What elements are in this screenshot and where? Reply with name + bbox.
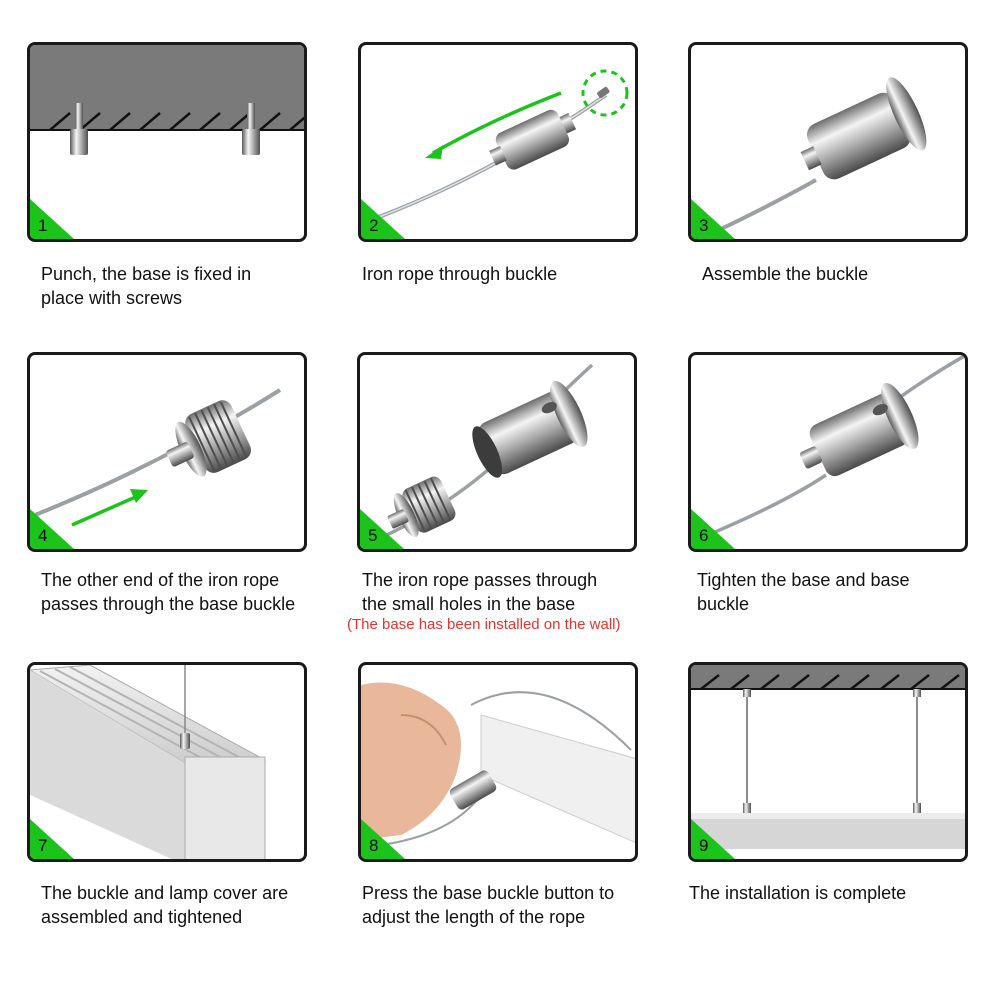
caption-line: The other end of the iron rope — [41, 570, 280, 590]
caption-line: the small holes in the base — [362, 594, 576, 614]
step-number: 3 — [699, 216, 709, 235]
step-badge — [360, 509, 404, 549]
step-5-caption: The iron rope passes through the small h… — [362, 568, 597, 616]
step-number: 1 — [38, 216, 48, 235]
step-8-panel: 8 — [358, 662, 638, 862]
rope-buckle — [489, 109, 577, 170]
steel-rope — [34, 388, 282, 517]
step-number: 6 — [699, 526, 709, 545]
step-4-caption: The other end of the iron rope passes th… — [41, 568, 295, 616]
lamp-profile — [480, 714, 635, 843]
step-badge — [30, 819, 74, 859]
caption-line: Iron rope through buckle — [362, 264, 558, 284]
step-7-caption: The buckle and lamp cover are assembled … — [41, 881, 288, 929]
ceiling — [30, 45, 304, 130]
installed-lamp-illustration — [691, 665, 965, 849]
step-9-caption: The installation is complete — [689, 881, 906, 905]
step-number: 9 — [699, 836, 709, 855]
step-badge — [361, 199, 405, 239]
step-badge — [691, 509, 735, 549]
step-badge — [691, 199, 735, 239]
caption-line: adjust the length of the rope — [362, 907, 586, 927]
step-2-caption: Iron rope through buckle — [362, 262, 557, 286]
caption-line: Press the base buckle button to — [362, 883, 615, 903]
caption-line: Assemble the buckle — [702, 264, 869, 284]
lamp-profile-illustration — [30, 665, 267, 859]
step-2-panel: 2 — [358, 42, 638, 242]
caption-line: passes through the base buckle — [41, 594, 296, 614]
rope-end-highlight — [581, 69, 629, 117]
hand — [361, 682, 461, 840]
direction-arrow — [432, 91, 562, 155]
caption-line: The installation is complete — [689, 883, 907, 903]
step-3-caption: Assemble the buckle — [702, 262, 868, 286]
step-4-panel: 4 — [27, 352, 307, 552]
rope-through-holes-illustration — [364, 363, 594, 547]
caption-line: The iron rope passes through — [362, 570, 598, 590]
buckle — [180, 733, 190, 749]
caption-line: buckle — [697, 594, 750, 614]
step-number: 5 — [368, 526, 378, 545]
steel-rope — [470, 691, 632, 751]
suspension-left — [743, 689, 751, 813]
caption-line: The buckle and lamp cover are — [41, 883, 289, 903]
step-5-panel: 5 — [357, 352, 637, 552]
step-badge — [361, 819, 405, 859]
caption-line: Tighten the base and base — [697, 570, 910, 590]
step-3-panel: 3 — [688, 42, 968, 242]
tightened-buckle — [799, 382, 919, 477]
base-buckle — [449, 770, 497, 810]
step-6-caption: Tighten the base and base buckle — [697, 568, 910, 616]
base-sleeve — [472, 380, 588, 478]
step-number: 7 — [38, 836, 48, 855]
lamp-cover-side — [30, 670, 205, 859]
steel-rope — [370, 93, 608, 222]
ceiling-anchor-illustration — [30, 45, 304, 155]
step-number: 2 — [369, 216, 379, 235]
step-1-caption: Punch, the base is fixed in place with s… — [41, 262, 251, 310]
caption-line: Punch, the base is fixed in — [41, 264, 252, 284]
step-7-panel: 7 — [27, 662, 307, 862]
caption-line: place with screws — [41, 288, 183, 308]
step-number: 4 — [38, 526, 48, 545]
lamp-cover-end — [184, 756, 266, 859]
step-5-note: (The base has been installed on the wall… — [347, 616, 621, 633]
step-badge — [30, 199, 74, 239]
caption-line: assembled and tightened — [41, 907, 243, 927]
step-badge — [30, 509, 74, 549]
anchor-screw-right — [242, 103, 260, 155]
step-number: 8 — [369, 836, 379, 855]
suspension-right — [913, 689, 921, 813]
rope-through-base-buckle-illustration — [34, 388, 282, 527]
step-badge — [691, 819, 735, 859]
step-8-caption: Press the base buckle button to adjust t… — [362, 881, 614, 929]
anchor-screw-left — [70, 103, 88, 155]
step-1-panel: 1 — [27, 42, 307, 242]
assembled-buckle — [800, 77, 927, 180]
threaded-base-buckle — [166, 400, 252, 477]
step-6-panel: 6 — [688, 352, 968, 552]
direction-arrow — [71, 493, 141, 527]
step-9-panel: 9 — [688, 662, 968, 862]
adjust-rope-illustration — [361, 682, 635, 846]
